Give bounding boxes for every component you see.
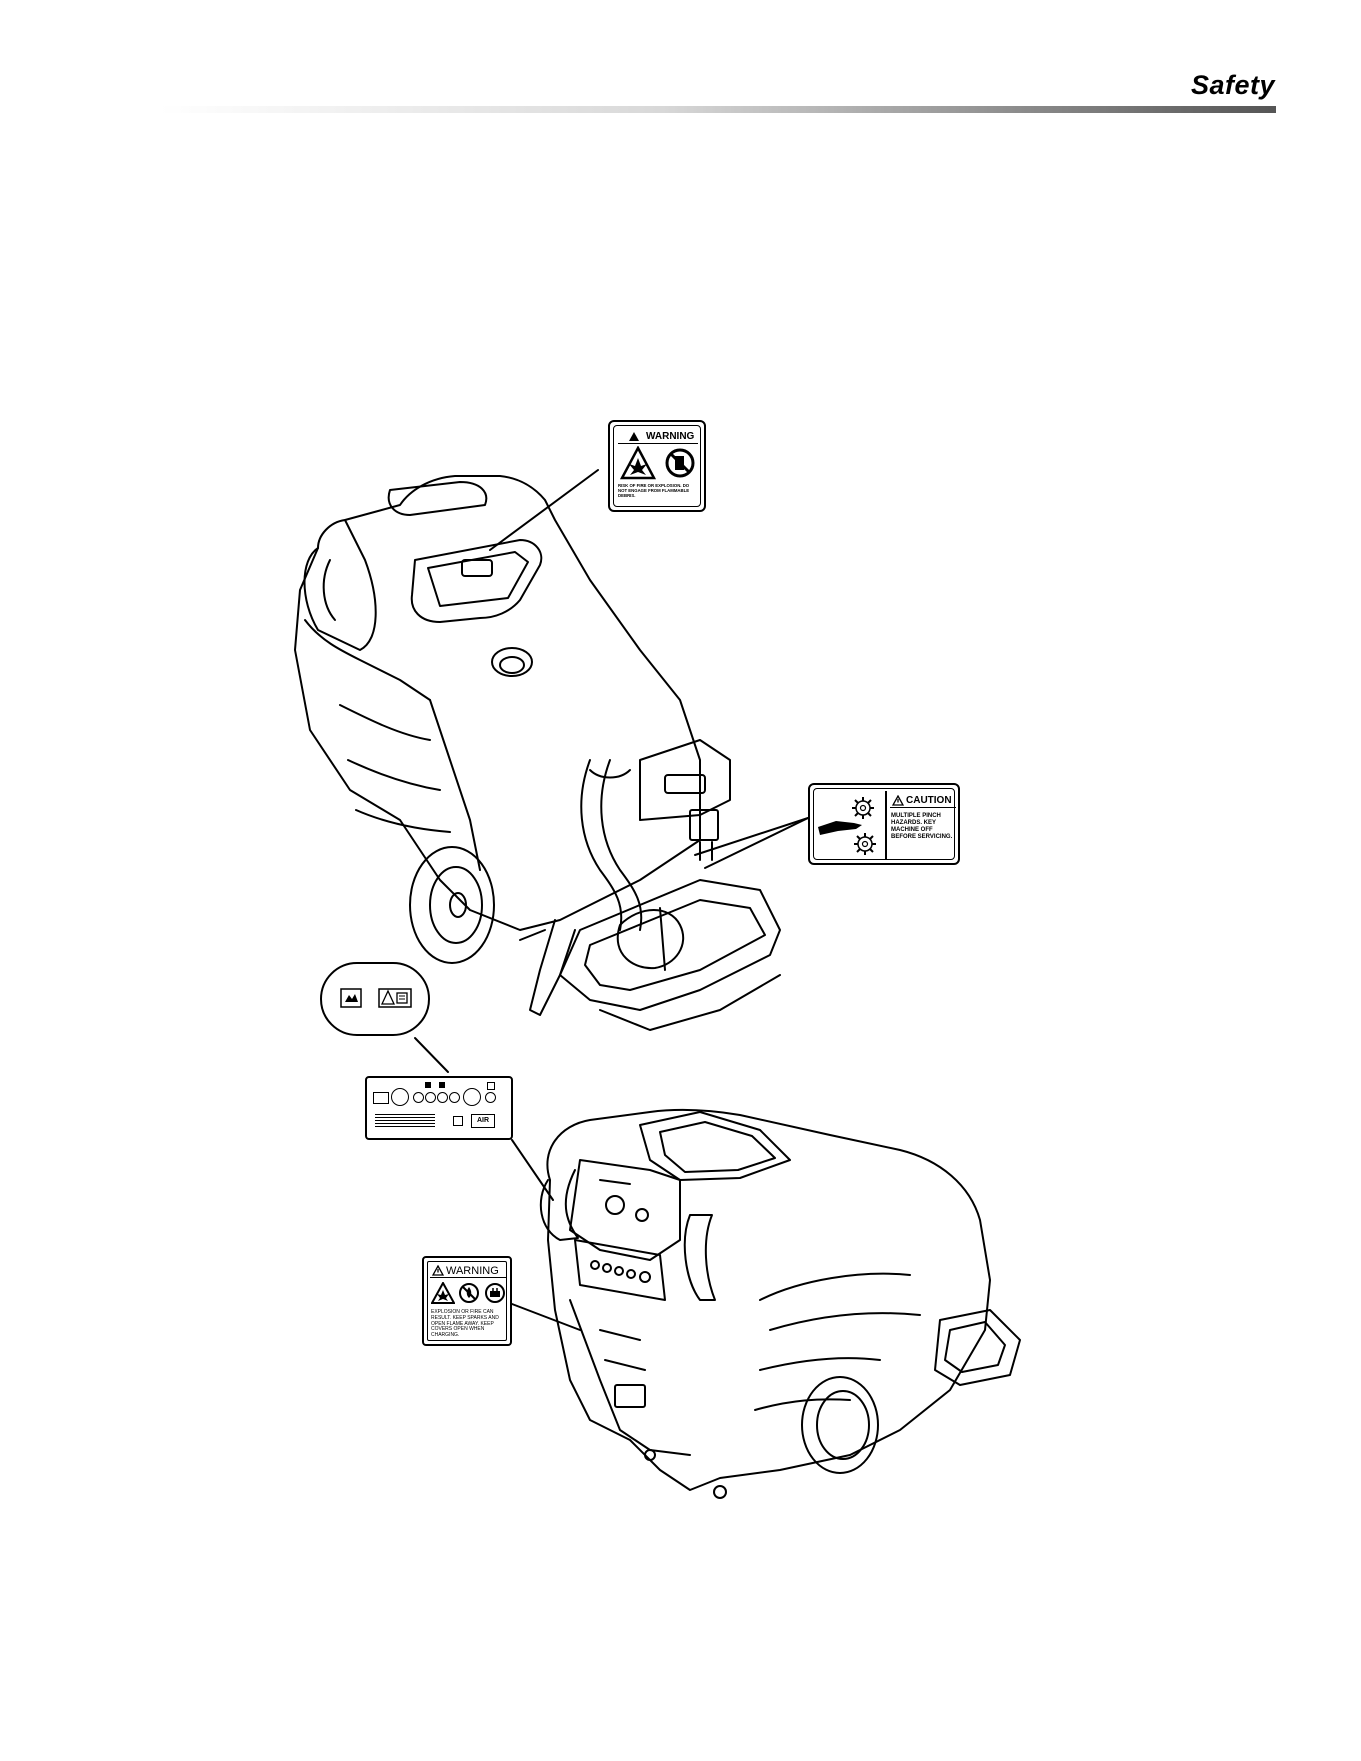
warning-triangle-icon [628, 431, 640, 442]
lower-machine-drawing [541, 1110, 1020, 1498]
no-flame-icon [458, 1282, 480, 1304]
panel-small-icon [453, 1116, 463, 1126]
fuel-warning-header: WARNING [618, 430, 698, 444]
panel-air-badge: AIR [471, 1114, 495, 1128]
leader-line-battery-warning [512, 1304, 580, 1330]
read-manual-icon [378, 988, 412, 1008]
pinch-caution-header: CAUTION [890, 793, 956, 808]
pinch-caution-label: CAUTION MULTIPLE PINCH HAZARDS. KEY MACH… [808, 783, 960, 865]
warning-triangle-icon [892, 795, 904, 806]
explosion-icon [431, 1282, 455, 1304]
panel-indicator-light [425, 1092, 436, 1103]
fuel-warning-heading: WARNING [646, 431, 694, 442]
panel-marker [487, 1082, 495, 1090]
battery-warning-heading: WARNING [446, 1265, 499, 1277]
panel-marker [439, 1082, 445, 1088]
pinch-caution-text: MULTIPLE PINCH HAZARDS. KEY MACHINE OFF … [891, 813, 953, 841]
leader-line-pinch-top [695, 818, 808, 855]
battery-warning-label: WARNING EXPLOSION OR FIRE CAN RESULT. KE… [422, 1256, 512, 1346]
panel-main-switch [391, 1088, 409, 1106]
panel-indicator-light [449, 1092, 460, 1103]
panel-indicator-light [413, 1092, 424, 1103]
warning-triangle-icon [432, 1265, 444, 1276]
panel-display [373, 1092, 389, 1104]
pinch-caution-divider [885, 791, 887, 859]
battery-warning-text: EXPLOSION OR FIRE CAN RESULT. KEEP SPARK… [431, 1310, 507, 1339]
panel-text-block [375, 1114, 435, 1128]
leader-line-pinch-bottom [705, 818, 808, 868]
panel-marker [425, 1082, 431, 1088]
charger-icon [340, 988, 362, 1008]
panel-selector-dial [463, 1088, 481, 1106]
upper-machine-drawing [295, 476, 780, 1030]
panel-indicator-light [437, 1092, 448, 1103]
pinch-caution-heading: CAUTION [906, 795, 952, 806]
control-panel-label: AIR [365, 1076, 513, 1140]
explosion-icon [620, 446, 656, 480]
hand-pinch-icon [816, 815, 864, 837]
charger-icon [484, 1282, 506, 1304]
fuel-warning-label: WARNING RISK OF FIRE OR EXPLOSION. DO NO… [608, 420, 706, 512]
leader-line-fuel-warning [490, 470, 598, 550]
panel-icons-callout [320, 962, 430, 1036]
battery-warning-header: WARNING [430, 1264, 506, 1278]
panel-indicator-light [485, 1092, 496, 1103]
leader-line-panel [415, 1038, 448, 1072]
no-fuel-icon [664, 447, 696, 479]
fuel-warning-text: RISK OF FIRE OR EXPLOSION. DO NOT ENGAGE… [618, 484, 698, 499]
